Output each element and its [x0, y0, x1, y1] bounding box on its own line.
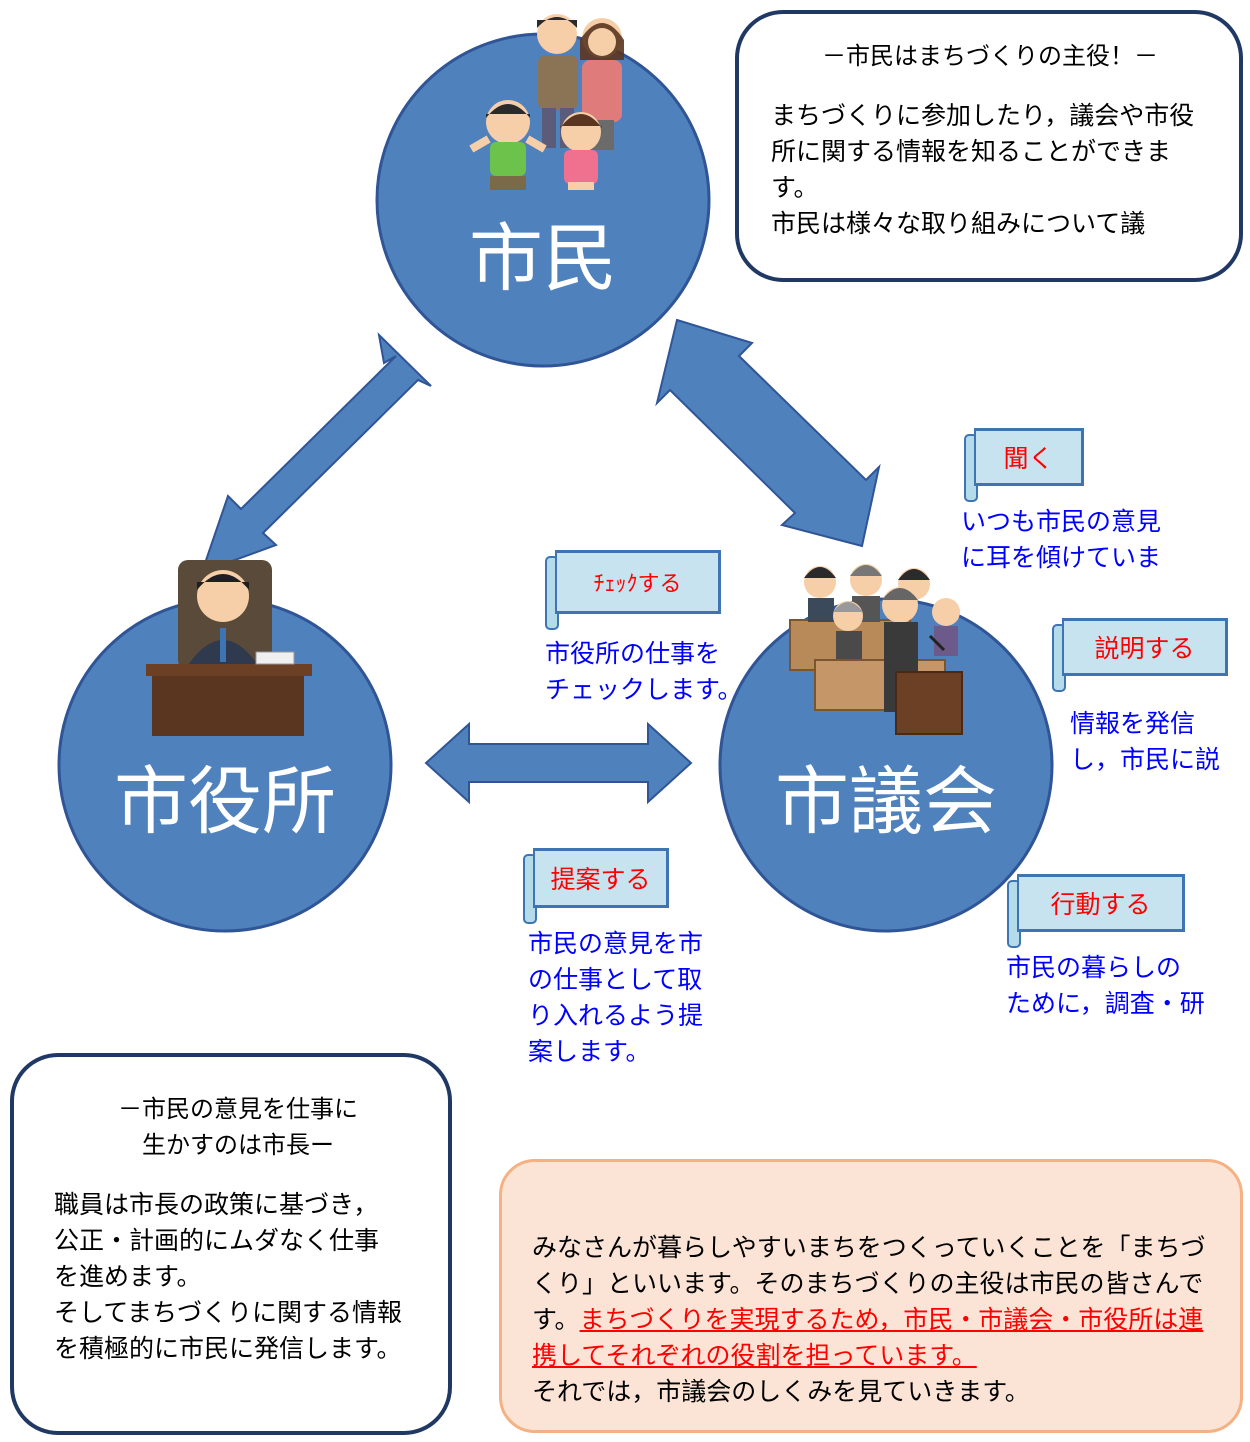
- citizen-info-box: －市民はまちづくりの主役！－ まちづくりに参加したり，議会や市役 所に関する情報…: [735, 10, 1243, 282]
- council-label: 市議会: [775, 759, 997, 845]
- summary-text: みなさんが暮らしやすいまちをつくっていくことを「まちづくり」といいます。そのまち…: [532, 1233, 1206, 1334]
- cityhall-label: 市役所: [114, 759, 336, 845]
- role-label-act: 行動する: [1017, 874, 1185, 932]
- summary-box: みなさんが暮らしやすいまちをつくっていくことを「まちづくり」といいます。そのまち…: [499, 1159, 1243, 1433]
- family-illustration: [469, 14, 624, 190]
- role-label-check: ﾁｪｯｸする: [555, 550, 721, 614]
- mayor-box-title: －市民の意見を仕事に 生かすのは市長ー: [118, 1095, 358, 1159]
- arrow-citizen-council: [655, 318, 881, 548]
- mayor-info-box: －市民の意見を仕事に 生かすのは市長ー 職員は市長の政策に基づき， 公正・計画的…: [10, 1053, 452, 1435]
- citizen-label: 市民: [469, 216, 617, 302]
- role-text-check: 市役所の仕事を チェックします。: [545, 639, 743, 704]
- role-text-listen: いつも市民の意見 に耳を傾けていま: [961, 507, 1162, 572]
- summary-highlight: まちづくりを実現するため，市民・市議会・市役所は連携してそれぞれの役割を担ってい…: [532, 1305, 1204, 1370]
- summary-closing: それでは，市議会のしくみを見ていきます。: [532, 1377, 1030, 1406]
- council-illustration: [789, 564, 963, 735]
- role-text-propose: 市民の意見を市 の仕事として取 り入れるよう提 案します。: [528, 929, 704, 1066]
- mayor-illustration: [146, 560, 312, 736]
- role-label-explain: 説明する: [1062, 618, 1228, 676]
- arrow-cityhall-council: [424, 721, 693, 805]
- role-text-explain: 情報を発信 し，市民に説: [1070, 709, 1221, 774]
- role-label-listen: 聞く: [974, 428, 1084, 486]
- citizen-box-title: －市民はまちづくりの主役！－: [822, 42, 1158, 70]
- citizen-box-body: まちづくりに参加したり，議会や市役 所に関する情報を知ることができま す。 市民…: [771, 101, 1195, 238]
- arrow-citizen-cityhall: [200, 332, 432, 574]
- role-label-propose: 提案する: [533, 848, 669, 908]
- mayor-box-body: 職員は市長の政策に基づき， 公正・計画的にムダなく仕事 を進めます。 そしてまち…: [54, 1190, 403, 1363]
- role-text-act: 市民の暮らしの ために，調査・研: [1006, 953, 1205, 1018]
